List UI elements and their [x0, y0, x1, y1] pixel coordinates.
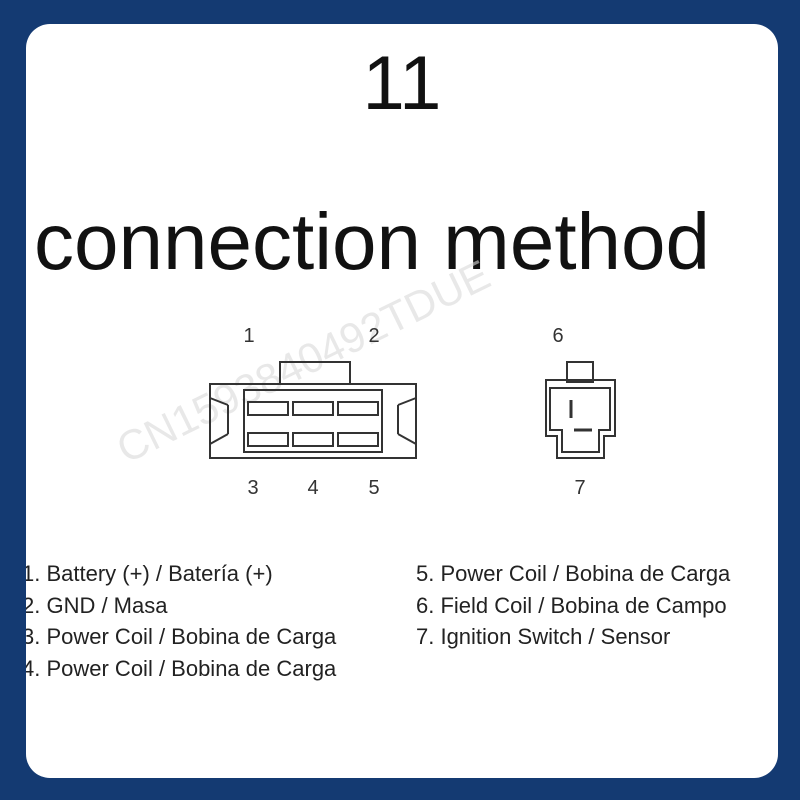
- terminal-gnd: [292, 401, 334, 416]
- page-title: connection method: [34, 197, 711, 286]
- legend-right: 5. Power Coil / Bobina de Carga 6. Field…: [416, 558, 730, 653]
- content-card: 11 connection method CN1593840492TDUE: [26, 24, 778, 778]
- legend-item-4: 4. Power Coil / Bobina de Carga: [26, 655, 337, 681]
- six-pin-connector: [209, 361, 417, 459]
- pin-label-5: 5: [368, 477, 379, 499]
- pin-label-4: 4: [307, 477, 318, 499]
- terminal-2: [337, 401, 379, 416]
- terminal-4: [292, 432, 334, 447]
- pin-label-1: 1: [243, 325, 254, 347]
- legend-item-5: 5. Power Coil / Bobina de Carga: [416, 561, 731, 586]
- pin-label-2: 2: [368, 325, 379, 347]
- legend-left: 1. Battery (+) / Batería (+) 2. GND / Ma…: [26, 558, 336, 684]
- legend-item-2: 2. GND / Masa: [26, 592, 168, 618]
- connector-diagram: CN1593840492TDUE: [109, 251, 616, 499]
- pin-label-7: 7: [574, 477, 585, 499]
- two-pin-connector: [545, 361, 616, 459]
- step-number: 11: [362, 41, 442, 126]
- terminal-1: [247, 401, 289, 416]
- terminal-3: [247, 432, 289, 447]
- legend-item-7: 7. Ignition Switch / Sensor: [416, 624, 671, 649]
- legend-item-1: 1. Battery (+) / Batería (+): [26, 561, 273, 586]
- pin-label-3: 3: [247, 477, 258, 499]
- legend-item-6: 6. Field Coil / Bobina de Campo: [416, 592, 727, 618]
- pin-labels: 1 2 3 4 5 6 7: [243, 325, 585, 499]
- pin-label-6: 6: [552, 325, 563, 347]
- terminal-5: [337, 432, 379, 447]
- legend-item-3: 3. Power Coil / Bobina de Carga: [26, 624, 337, 649]
